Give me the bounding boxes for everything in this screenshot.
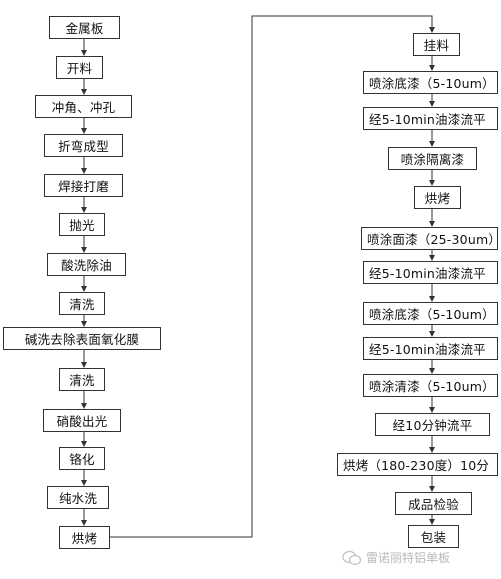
step-welding-grinding: 焊接打磨 [44, 174, 123, 197]
step-acid-degrease: 酸洗除油 [47, 253, 126, 276]
step-punching: 冲角、冲孔 [35, 95, 132, 118]
step-baking-180-230: 烘烤（180-230度）10分 [337, 453, 498, 476]
watermark: 雷诺丽特铝单板 [342, 549, 450, 566]
step-spray-clearcoat: 喷涂清漆（5-10um） [363, 374, 498, 397]
step-leveling-2: 经5-10min油漆流平 [363, 261, 498, 284]
step-bending: 折弯成型 [44, 134, 123, 157]
step-baking-right: 烘烤 [414, 186, 461, 209]
step-nitric-brighten: 硝酸出光 [43, 409, 121, 432]
step-leveling-1: 经5-10min油漆流平 [363, 107, 498, 130]
step-spray-primer-2: 喷涂底漆（5-10um） [363, 302, 498, 325]
step-metal-sheet: 金属板 [49, 16, 120, 39]
step-baking-left: 烘烤 [59, 526, 110, 549]
step-pure-water-wash: 纯水洗 [47, 486, 109, 509]
step-alkali-wash: 碱洗去除表面氧化膜 [3, 327, 161, 350]
step-final-inspection: 成品检验 [395, 492, 472, 515]
step-spray-topcoat: 喷涂面漆（25-30um） [361, 227, 498, 250]
step-rinse-1: 清洗 [59, 292, 105, 315]
watermark-text: 雷诺丽特铝单板 [366, 551, 451, 565]
step-spray-barrier: 喷涂隔离漆 [388, 147, 477, 170]
step-rinse-2: 清洗 [59, 368, 105, 391]
step-spray-primer-1: 喷涂底漆（5-10um） [363, 71, 498, 94]
step-polishing: 抛光 [59, 213, 105, 236]
step-cutting: 开料 [56, 56, 103, 79]
step-chromating: 铬化 [59, 447, 105, 470]
step-hanging: 挂料 [413, 33, 460, 56]
wechat-logo-icon [342, 550, 362, 565]
step-packaging: 包装 [408, 525, 459, 548]
cross-column-connector [110, 15, 435, 538]
step-leveling-3: 经5-10min油漆流平 [363, 337, 498, 360]
step-leveling-10min: 经10分钟流平 [375, 413, 490, 436]
